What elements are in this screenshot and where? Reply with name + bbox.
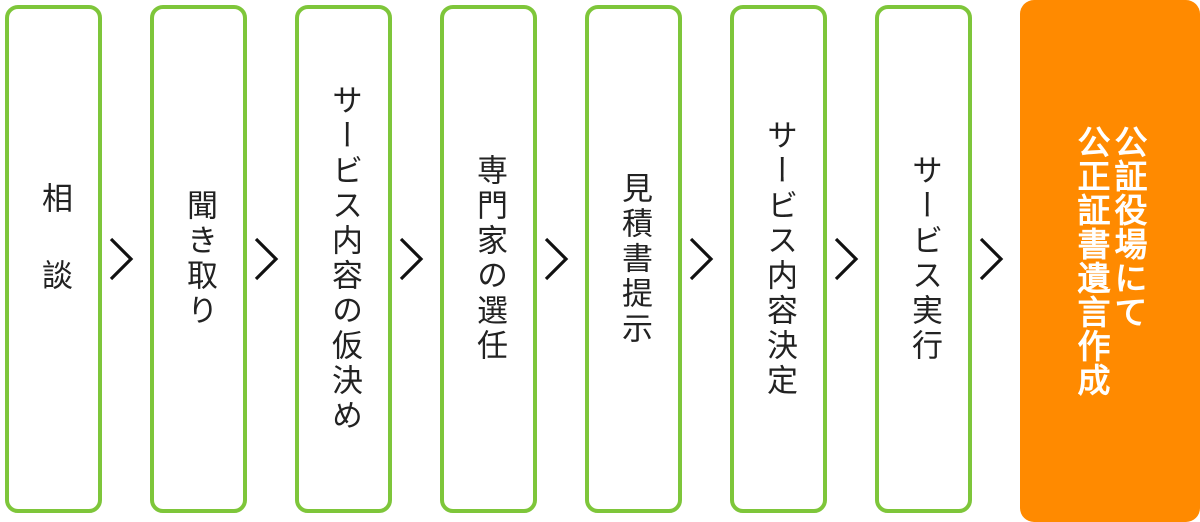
final-step-line-1: 公証役場にて (1109, 125, 1148, 329)
chevron-right-icon (254, 237, 279, 281)
final-step-label: 公証役場にて 公正証書遺言作成 (1072, 125, 1148, 397)
step-label: 相談 (36, 182, 72, 336)
chevron-right-icon (109, 237, 134, 281)
step-label: 専門家の選任 (471, 154, 507, 364)
final-step-line-2: 公正証書遺言作成 (1072, 125, 1111, 397)
step-expert-selection: 専門家の選任 (440, 5, 537, 513)
step-tentative-decision: サービス内容の仮決め (295, 5, 392, 513)
step-service-decision: サービス内容決定 (730, 5, 827, 513)
step-consultation: 相談 (5, 5, 102, 513)
step-label: サービス内容の仮決め (326, 84, 362, 434)
step-hearing: 聞き取り (150, 5, 247, 513)
step-service-execution: サービス実行 (875, 5, 972, 513)
chevron-right-icon (689, 237, 714, 281)
step-label: サービス実行 (906, 154, 942, 364)
chevron-right-icon (399, 237, 424, 281)
chevron-right-icon (834, 237, 859, 281)
chevron-right-icon (544, 237, 569, 281)
step-label: 見積書提示 (616, 171, 652, 347)
step-estimate: 見積書提示 (585, 5, 682, 513)
step-label: 聞き取り (181, 189, 217, 329)
step-notarial-will: 公証役場にて 公正証書遺言作成 (1020, 0, 1200, 522)
chevron-right-icon (979, 237, 1004, 281)
step-label: サービス内容決定 (761, 119, 797, 399)
